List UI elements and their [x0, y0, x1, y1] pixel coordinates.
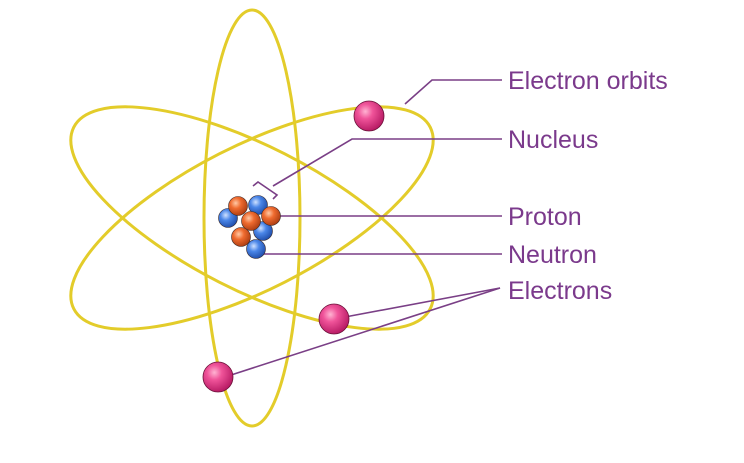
label-proton: Proton	[508, 203, 582, 231]
leader-lines	[227, 79, 502, 377]
electrons	[202, 100, 385, 393]
leader-line-electron-orbits	[404, 79, 502, 105]
orbit-vertical	[202, 8, 302, 428]
labels: Electron orbits Nucleus Proton Neutron E…	[508, 67, 668, 305]
orbit-falling	[69, 105, 435, 331]
label-nucleus: Nucleus	[508, 126, 598, 154]
nucleus	[218, 195, 281, 259]
electron	[318, 303, 350, 335]
leader-line-electrons-lower	[227, 287, 501, 377]
label-electron-orbits: Electron orbits	[508, 67, 668, 95]
neutron	[246, 239, 266, 259]
electron-orbits	[69, 8, 435, 428]
orbit-rising	[69, 105, 435, 331]
proton	[231, 227, 251, 247]
nucleus-bracket	[252, 181, 279, 200]
label-electrons: Electrons	[508, 277, 612, 305]
proton	[261, 206, 281, 226]
proton	[228, 196, 248, 216]
electron	[353, 100, 385, 132]
label-neutron: Neutron	[508, 241, 597, 269]
proton	[241, 211, 261, 231]
leader-line-nucleus	[272, 138, 502, 187]
leader-line-electrons-upper	[344, 287, 501, 318]
electron	[202, 361, 234, 393]
